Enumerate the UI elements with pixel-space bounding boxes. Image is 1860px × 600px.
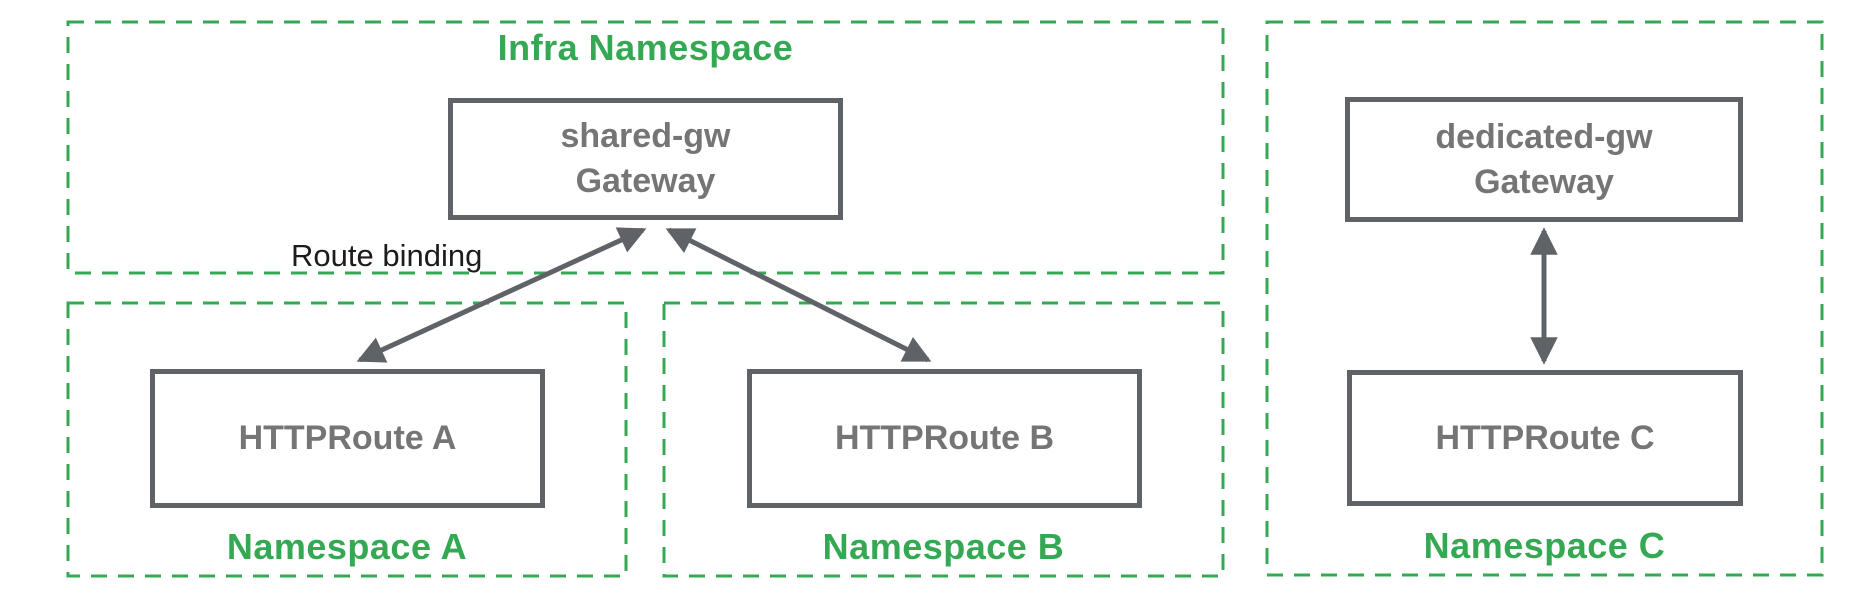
shared-gateway-node: shared-gw Gateway [448,98,843,220]
httproute-b-label: HTTPRoute B [834,419,1055,457]
namespace-b-title: Namespace B [822,526,1065,567]
namespace-c-border [1265,20,1824,577]
namespace-a-border [66,301,628,578]
httproute-a-label: HTTPRoute A [238,419,457,457]
shared-gateway-name: shared-gw [560,117,731,155]
namespace-a-region: Namespace A [68,303,626,576]
dedicated-gateway-kind: Gateway [1474,162,1614,201]
httproute-c-node: HTTPRoute C [1347,370,1743,506]
httproute-c-label: HTTPRoute C [1435,418,1655,457]
route-b-binding-arrow [665,227,932,363]
dedicated-gateway-node: dedicated-gw Gateway [1345,97,1743,222]
route-a-binding-arrow [356,227,647,363]
namespace-c-region: Namespace C [1267,22,1822,575]
dedicated-gateway-name: dedicated-gw [1435,117,1653,156]
infra-namespace-title: Infra Namespace [497,27,794,68]
httproute-b-node: HTTPRoute B [747,369,1142,508]
route-binding-label: Route binding [291,238,483,273]
shared-gateway-kind: Gateway [575,162,716,200]
namespace-c-title: Namespace C [1423,525,1666,566]
namespace-b-region: Namespace B [664,303,1223,576]
httproute-a-node: HTTPRoute A [150,369,545,508]
namespace-a-title: Namespace A [226,526,468,567]
namespace-b-border [662,301,1225,578]
infra-namespace-region: Infra Namespace [68,22,1223,273]
